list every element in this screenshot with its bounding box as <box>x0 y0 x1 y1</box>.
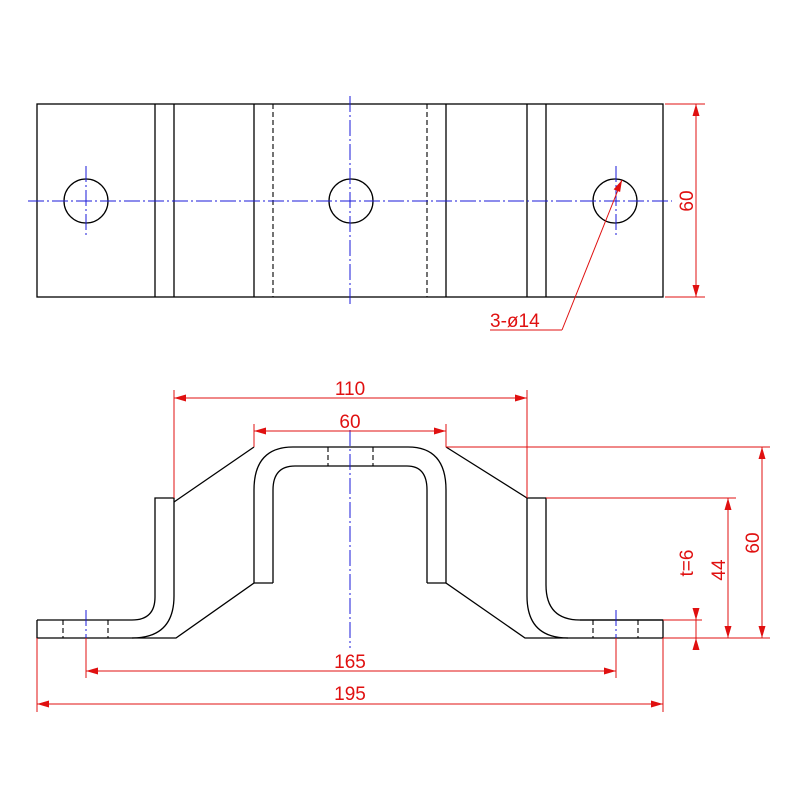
dim-text-60-width: 60 <box>339 412 360 433</box>
dim-text-195: 195 <box>334 684 366 705</box>
dim-text-165: 165 <box>334 652 366 673</box>
left-shoulder-slope <box>173 446 255 503</box>
hole-callout: 3-ø14 <box>490 179 623 332</box>
top-view: 60 3-ø14 <box>28 96 705 332</box>
dimension-44: 44 <box>709 498 732 638</box>
dimension-height-60-top: 60 <box>665 103 705 298</box>
front-profile-left <box>37 497 175 639</box>
dim-text-60-height: 60 <box>743 532 764 553</box>
dim-text-60-top: 60 <box>677 190 698 211</box>
dimension-60-width: 60 <box>253 412 447 447</box>
dimension-thickness: t=6 <box>677 550 700 650</box>
hole-note-text: 3-ø14 <box>490 311 540 332</box>
dimension-195: 195 <box>36 638 664 712</box>
front-profile-outer <box>36 446 664 639</box>
dimension-60-height: 60 <box>743 447 766 638</box>
front-profile-inner <box>272 465 428 583</box>
hidden-hole-lines <box>62 447 639 638</box>
dimension-165: 165 <box>85 638 617 678</box>
dim-text-44: 44 <box>709 559 730 581</box>
front-profile-right <box>526 498 569 639</box>
front-view: 110 60 t=6 44 <box>36 379 770 712</box>
dim-text-thickness: t=6 <box>677 550 698 577</box>
dimension-110: 110 <box>173 379 528 498</box>
dim-text-110: 110 <box>335 379 365 400</box>
